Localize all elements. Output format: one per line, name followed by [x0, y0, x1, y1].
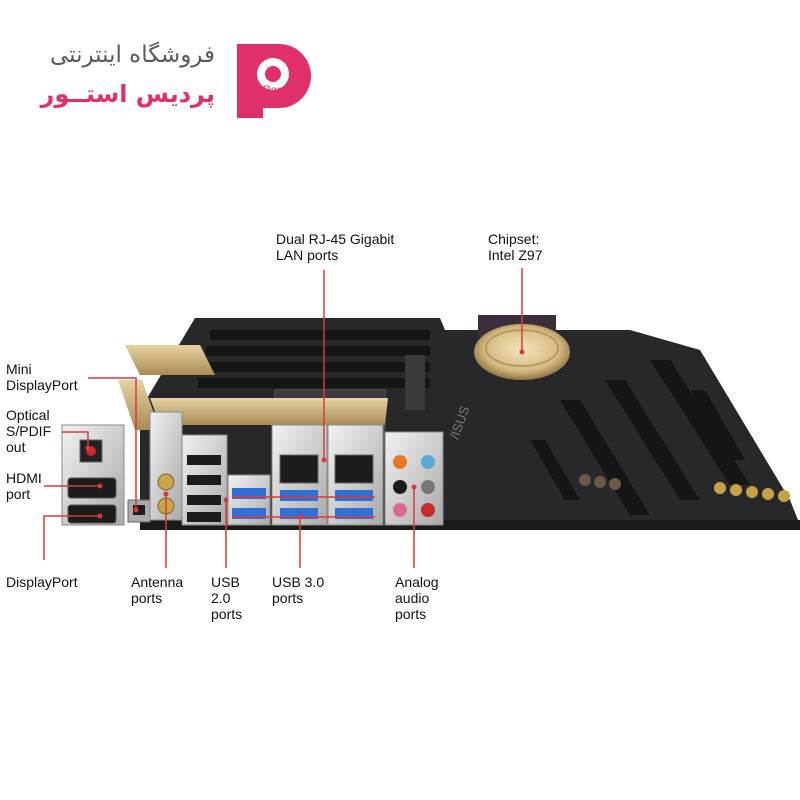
audio-jack-red	[421, 503, 435, 517]
label-usb20-ports: USB 2.0 ports	[211, 574, 243, 622]
antenna-port-1	[157, 473, 175, 491]
pardis-store-logo	[237, 44, 311, 118]
usb20-port-4	[187, 512, 221, 522]
store-name-line2: پردیس استــور	[40, 80, 215, 108]
label-antenna-ports: Antenna ports	[131, 574, 184, 606]
store-name-line1: فروشگاه اینترنتی	[49, 42, 215, 68]
audio-jack-black	[393, 480, 407, 494]
usb20-port-2	[187, 475, 221, 485]
usb30-port-3	[280, 490, 318, 501]
displayport-shape	[67, 504, 117, 524]
usb30-port-6	[335, 508, 373, 519]
vrm-heatsink-long	[150, 398, 388, 425]
label-hdmi-port: HDMI port	[6, 470, 42, 502]
capacitors	[579, 474, 790, 502]
label-lan-ports: Dual RJ-45 Gigabit LAN ports	[276, 231, 395, 263]
logo-wordmark: Pardis Store	[262, 84, 296, 110]
usb30-port-5	[335, 490, 373, 501]
label-optical-spdif: Optical S/PDIF out	[6, 407, 52, 455]
hdmi-port-shape	[67, 477, 117, 499]
audio-jack-blue	[421, 455, 435, 469]
usb30-port-1	[232, 488, 266, 499]
vrm-heatsink-top	[125, 345, 215, 375]
audio-jack-grey	[421, 480, 435, 494]
label-mini-displayport: Mini DisplayPort	[6, 361, 78, 393]
logo-word-pardis: Pardis	[262, 83, 297, 97]
audio-jack-orange	[393, 455, 407, 469]
logo-word-store: Store	[262, 96, 291, 110]
memory-slots	[198, 330, 430, 388]
audio-jack-pink	[393, 503, 407, 517]
usb20-port-1	[187, 455, 221, 465]
usb30-port-2	[232, 508, 266, 519]
usb20-port-3	[187, 495, 221, 505]
pcie-slots	[530, 360, 750, 515]
rj45-port-1	[279, 454, 319, 484]
usb30-port-4	[280, 508, 318, 519]
callout-dots	[85, 349, 525, 520]
label-analog-audio-ports: Analog audio ports	[395, 574, 439, 622]
label-displayport: DisplayPort	[6, 574, 78, 590]
callout-lines	[43, 268, 523, 568]
rj45-port-2	[334, 454, 374, 484]
label-chipset: Chipset: Intel Z97	[488, 231, 543, 263]
label-usb30-ports: USB 3.0 ports	[272, 574, 325, 606]
